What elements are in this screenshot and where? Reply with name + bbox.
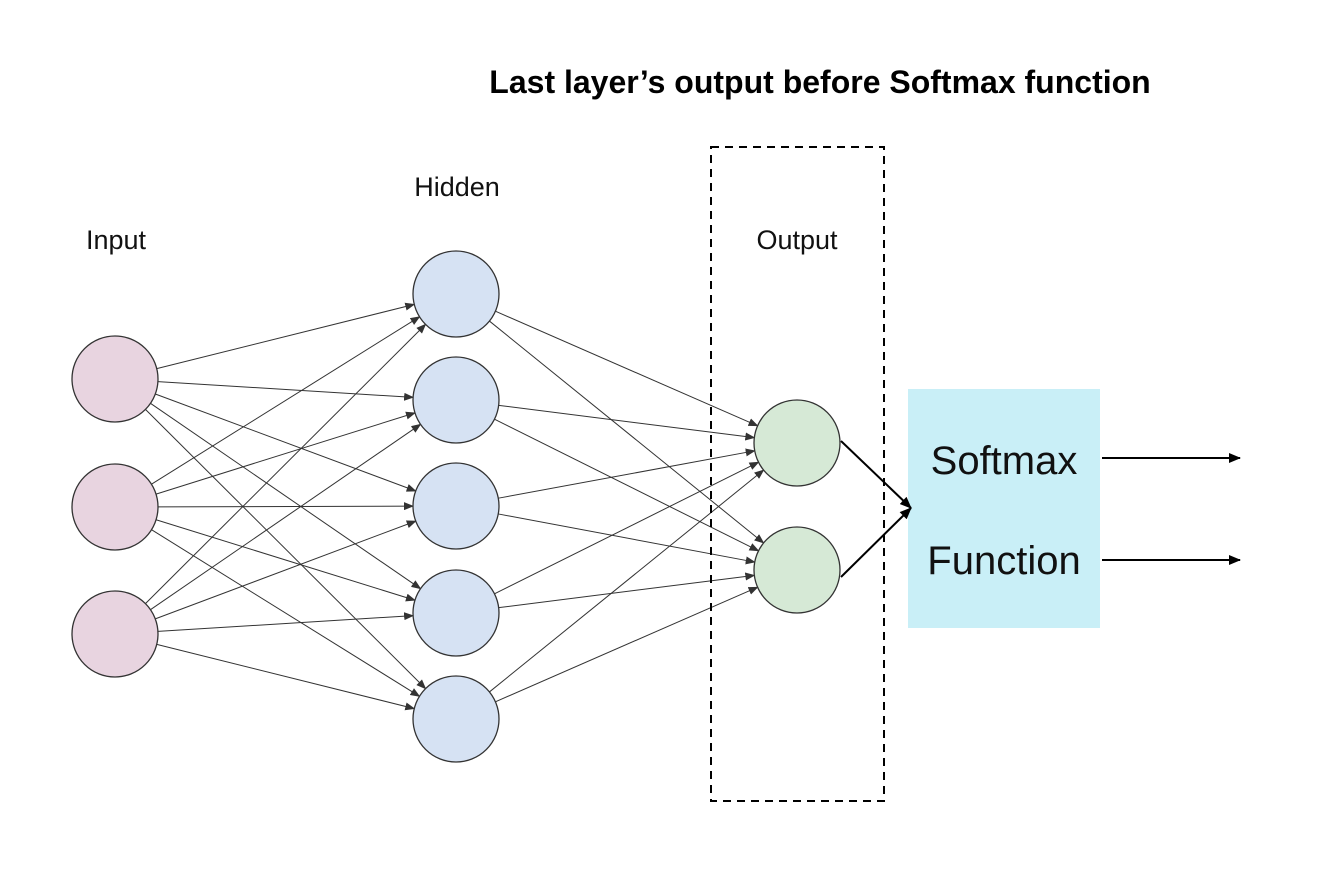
- input-neuron: [71, 335, 159, 423]
- input-to-hidden-edge: [145, 323, 427, 604]
- input-to-hidden-edge: [155, 393, 417, 492]
- input-to-hidden-edge: [151, 316, 421, 485]
- input-to-hidden-edge: [156, 643, 416, 711]
- hidden-to-output-edge: [495, 310, 759, 427]
- input-to-hidden-edge: [151, 529, 421, 697]
- hidden-to-output-edge: [498, 448, 756, 499]
- hidden-to-output-edge: [498, 404, 756, 441]
- input-to-hidden-edge: [157, 381, 415, 401]
- hidden-neuron: [412, 250, 500, 338]
- input-neuron: [71, 463, 159, 551]
- input-to-hidden-edge: [157, 502, 415, 511]
- output-neuron: [753, 399, 841, 487]
- input-to-hidden-edge: [155, 519, 416, 602]
- hidden-to-output-edge: [489, 469, 765, 693]
- hidden-neuron: [412, 675, 500, 763]
- output-layer-highlight-box: [710, 146, 885, 802]
- output-neuron: [753, 526, 841, 614]
- hidden-to-output-edge: [494, 461, 760, 595]
- input-to-hidden-edge: [150, 423, 422, 611]
- input-to-hidden-edge: [155, 411, 416, 495]
- input-to-hidden-edge: [155, 520, 417, 620]
- input-to-hidden-edge: [150, 402, 422, 590]
- input-to-hidden-edge: [145, 409, 427, 690]
- hidden-to-output-edge: [498, 572, 756, 609]
- output-layer-label: Output: [756, 225, 838, 255]
- output-to-softmax-arrow: [840, 440, 912, 509]
- softmax-box-line2: Function: [927, 539, 1080, 583]
- softmax-function-box: [908, 389, 1100, 628]
- diagram-title: Last layer’s output before Softmax funct…: [489, 64, 1150, 100]
- neuron-nodes: [71, 250, 841, 763]
- hidden-to-output-edge: [489, 320, 765, 544]
- output-to-softmax-arrow: [840, 507, 912, 578]
- input-to-hidden-edge: [157, 612, 415, 632]
- softmax-box-line1: Softmax: [931, 439, 1078, 483]
- hidden-neuron: [412, 569, 500, 657]
- input-layer-label: Input: [86, 225, 147, 255]
- input-neuron: [71, 590, 159, 678]
- output-arrows: [840, 440, 1241, 578]
- hidden-to-output-edge: [498, 513, 756, 565]
- hidden-layer-label: Hidden: [414, 172, 500, 202]
- hidden-to-output-edge: [495, 586, 759, 703]
- hidden-to-output-edge: [494, 418, 760, 552]
- hidden-neuron: [412, 462, 500, 550]
- input-to-hidden-edge: [156, 302, 416, 370]
- hidden-neuron: [412, 356, 500, 444]
